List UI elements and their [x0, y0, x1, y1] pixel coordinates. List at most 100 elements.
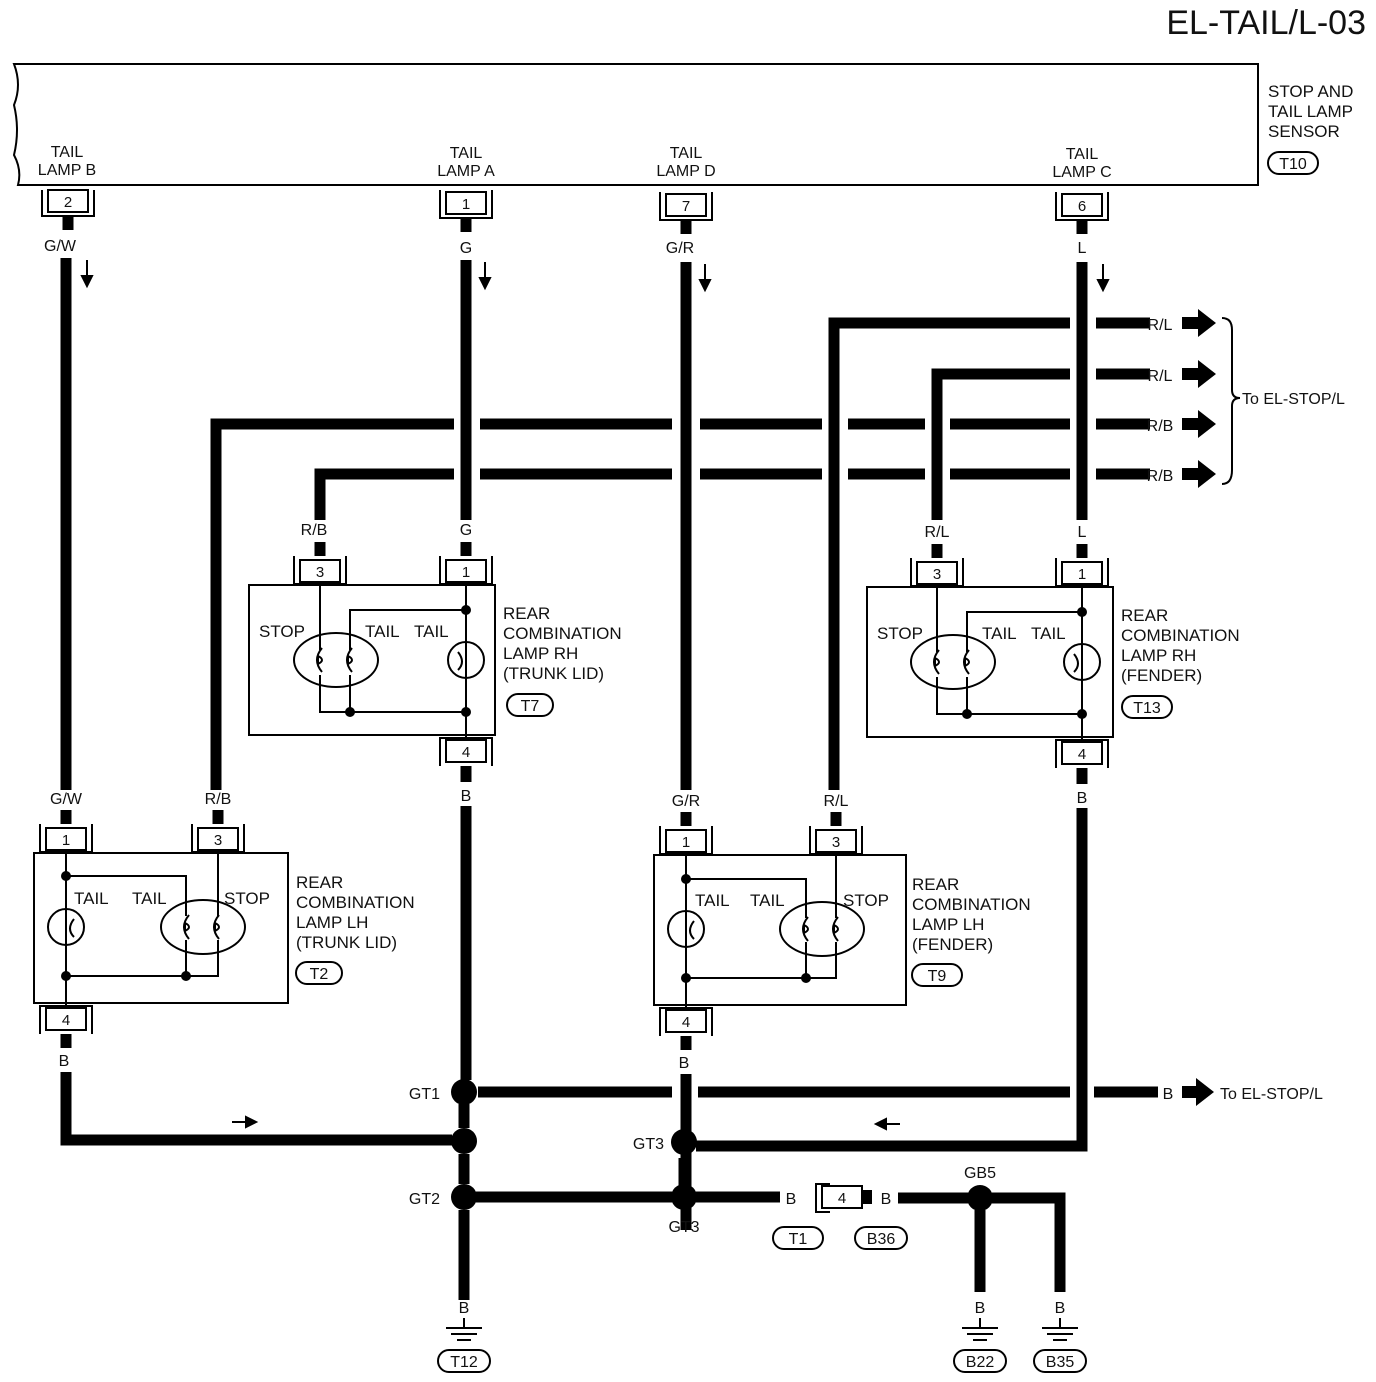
wire-label-b-t13: B	[1077, 790, 1088, 807]
t7-tail-label-1: TAIL	[365, 622, 400, 641]
svg-text:TAIL: TAIL	[450, 145, 483, 162]
wire-label-gw-t2: G/W	[50, 791, 83, 808]
splice-gt1-label: GT1	[409, 1086, 440, 1103]
terminal-tail-lamp-a: TAIL LAMP A	[437, 145, 495, 180]
wire-label-gw-top: G/W	[44, 238, 77, 255]
lamp-rh-trunk-lid: 3 1 STOP TAIL TAIL 4 REAR COMBINATION LA…	[248, 556, 622, 766]
t2-pin-3: 3	[191, 824, 245, 853]
t13-pin-1: 1	[1055, 558, 1109, 587]
splice-gt2-label: GT2	[409, 1191, 440, 1208]
splice-gt3-bottom-label: GT3	[668, 1219, 699, 1236]
svg-text:4: 4	[1078, 746, 1086, 763]
t13-connector-id: T13	[1133, 700, 1161, 717]
splice-gb5-label: GB5	[964, 1165, 996, 1182]
splice-gb5	[967, 1185, 993, 1211]
t9-stop-label: STOP	[843, 891, 889, 910]
t2-tail-label-2: TAIL	[132, 889, 167, 908]
sensor-name-line-2: TAIL LAMP	[1268, 102, 1353, 121]
wire-label-rl-t13: R/L	[925, 524, 950, 541]
t7-pin-4: 4	[439, 737, 493, 766]
svg-text:3: 3	[933, 566, 941, 583]
wire-label-l-top: L	[1078, 240, 1087, 257]
inline-connector: 4	[815, 1183, 872, 1213]
t2-pin-1: 1	[39, 824, 93, 853]
svg-text:B36: B36	[867, 1231, 896, 1248]
svg-text:REAR: REAR	[912, 875, 959, 894]
svg-text:1: 1	[462, 196, 470, 213]
current-arrow-down-icon	[80, 260, 1110, 293]
svg-text:1: 1	[682, 834, 690, 851]
wire-label-b-out: B	[1163, 1086, 1174, 1103]
splice-joint-lh	[451, 1128, 477, 1154]
splice-gt3-top-label: GT3	[633, 1136, 664, 1153]
ground-b22: B B22	[953, 1300, 1007, 1373]
t7-tail-label-2: TAIL	[414, 622, 449, 641]
t9-pin-4: 4	[659, 1007, 713, 1036]
t13-pin-4: 4	[1055, 739, 1109, 768]
sensor-name-line-1: STOP AND	[1268, 82, 1353, 101]
t9-connector-id: T9	[928, 968, 947, 985]
wire-rb-bus-2	[314, 468, 454, 520]
svg-text:4: 4	[682, 1014, 690, 1031]
terminal-tail-lamp-d: TAIL LAMP D	[656, 145, 715, 180]
output-wire-label-1: R/L	[1148, 317, 1173, 334]
output-brace	[1221, 317, 1241, 485]
wire-label-b-t7: B	[461, 788, 472, 805]
svg-text:REAR: REAR	[296, 873, 343, 892]
splice-gt1	[451, 1079, 477, 1105]
inline-left-id: T1	[772, 1226, 824, 1250]
inline-left-wire-label: B	[786, 1191, 797, 1208]
t2-tail-label-1: TAIL	[74, 889, 109, 908]
svg-text:4: 4	[838, 1190, 846, 1207]
svg-text:4: 4	[62, 1012, 70, 1029]
t13-tail-label-1: TAIL	[982, 624, 1017, 643]
svg-text:LAMP RH: LAMP RH	[503, 644, 578, 663]
t7-pin-1: 1	[439, 556, 493, 585]
sensor-pin-7: 7	[659, 192, 713, 221]
wire-label-l-t13: L	[1078, 524, 1087, 541]
svg-text:T12: T12	[450, 1354, 478, 1371]
wire-rl-bus-2	[931, 368, 1070, 520]
svg-text:(TRUNK LID): (TRUNK LID)	[503, 664, 604, 683]
ground-output-arrow-icon	[1182, 1078, 1214, 1106]
svg-text:B: B	[459, 1300, 470, 1317]
svg-text:LAMP C: LAMP C	[1052, 164, 1111, 181]
lamp-rh-fender: 3 1 STOP TAIL TAIL 4 REAR COMBINATION LA…	[866, 558, 1240, 768]
wire-label-g-top: G	[460, 240, 472, 257]
sensor-pin-6: 6	[1055, 192, 1109, 221]
flow-arrow-icon	[232, 1115, 900, 1131]
output-destination: To EL-STOP/L	[1242, 391, 1345, 408]
lamp-lh-fender: 1 3 TAIL TAIL STOP 4 REAR COMBINATION LA…	[653, 826, 1031, 1036]
sensor-name-line-3: SENSOR	[1268, 122, 1340, 141]
inline-right-wire-label: B	[881, 1191, 892, 1208]
svg-text:(FENDER): (FENDER)	[1121, 666, 1202, 685]
svg-text:1: 1	[462, 564, 470, 581]
ground-output-destination: To EL-STOP/L	[1220, 1086, 1323, 1103]
sensor-unit-box	[12, 63, 1259, 186]
t7-connector-id: T7	[521, 698, 540, 715]
t9-pin-3: 3	[809, 826, 863, 855]
t2-connector-id: T2	[310, 966, 329, 983]
svg-text:COMBINATION: COMBINATION	[1121, 626, 1240, 645]
svg-text:(FENDER): (FENDER)	[912, 935, 993, 954]
wire-label-b-t9: B	[679, 1055, 690, 1072]
t13-stop-label: STOP	[877, 624, 923, 643]
sensor-pin-1: 1	[439, 190, 493, 219]
svg-text:TAIL: TAIL	[1066, 146, 1099, 163]
svg-text:B: B	[975, 1300, 986, 1317]
svg-text:LAMP LH: LAMP LH	[912, 915, 984, 934]
wire-label-g-t7: G	[460, 522, 472, 539]
t13-tail-label-2: TAIL	[1031, 624, 1066, 643]
t9-tail-label-1: TAIL	[695, 891, 730, 910]
wire-b-t2	[60, 1072, 452, 1146]
svg-text:1: 1	[1078, 566, 1086, 583]
wire-label-rb-t7: R/B	[301, 522, 328, 539]
wire-label-rl-t9: R/L	[824, 793, 849, 810]
terminal-tail-lamp-c: TAIL LAMP C	[1052, 146, 1111, 181]
sensor-name: STOP AND TAIL LAMP SENSOR	[1268, 82, 1353, 141]
svg-text:REAR: REAR	[1121, 606, 1168, 625]
svg-text:LAMP B: LAMP B	[38, 162, 96, 179]
page-code: EL-TAIL/L-03	[1166, 4, 1366, 42]
svg-text:B: B	[1055, 1300, 1066, 1317]
